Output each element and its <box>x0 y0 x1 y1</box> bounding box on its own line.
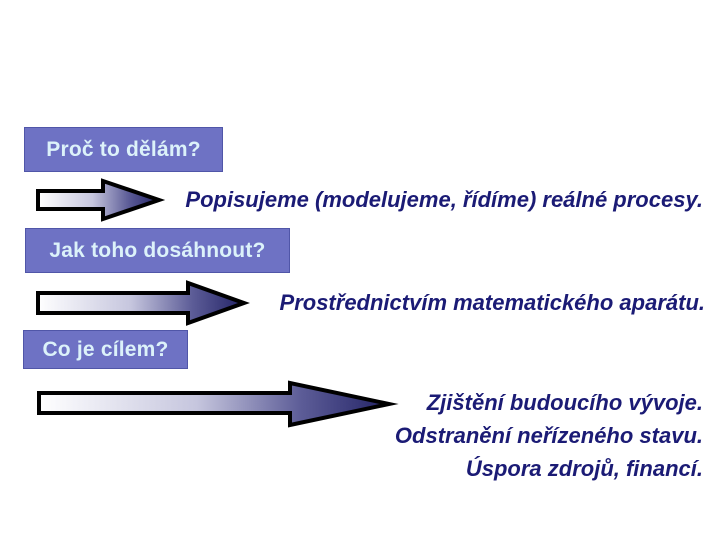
question-label-2: Jak toho dosáhnout? <box>49 238 266 262</box>
answer-line-3: Úspora zdrojů, financí. <box>465 456 703 481</box>
question-label-3: Co je cílem? <box>42 337 169 361</box>
question-box-1: Proč to dělám? <box>24 127 223 172</box>
answer-text-3: Zjištění budoucího vývoje. Odstranění ne… <box>395 386 703 485</box>
block-arrow-icon-3 <box>37 380 399 428</box>
question-box-2: Jak toho dosáhnout? <box>25 228 290 273</box>
block-arrow-icon-2 <box>36 280 250 326</box>
question-label-1: Proč to dělám? <box>46 137 201 161</box>
block-arrow-icon-1 <box>36 178 166 222</box>
answer-line-2: Odstranění neřízeného stavu. <box>394 423 703 448</box>
answer-text-1: Popisujeme (modelujeme, řídíme) reálné p… <box>185 187 703 212</box>
answer-line-1: Zjištění budoucího vývoje. <box>426 390 703 415</box>
answer-text-2: Prostřednictvím matematického aparátu. <box>279 290 705 315</box>
question-box-3: Co je cílem? <box>23 330 188 369</box>
